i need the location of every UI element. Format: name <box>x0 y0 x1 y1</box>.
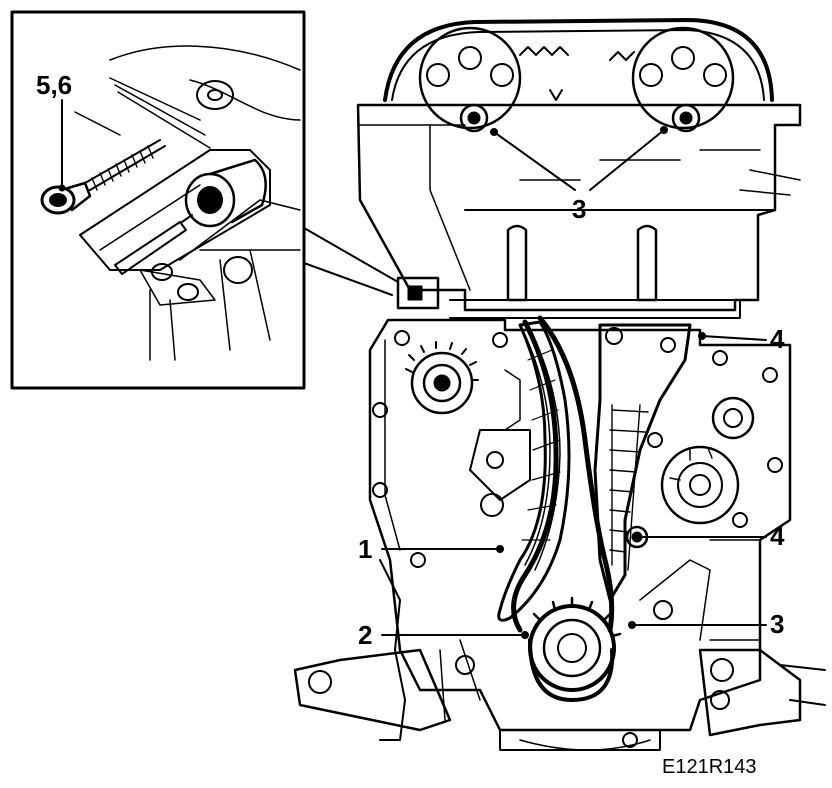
callout-bottom-bolt: 3 <box>770 609 785 639</box>
timing-chain <box>497 315 692 702</box>
callout-upper-guide-bolt: 4 <box>770 324 785 354</box>
callout-cam-bolts: 3 <box>572 194 587 224</box>
callout-bolts-inset: 5,6 <box>36 70 73 100</box>
callout-tension-rail: 1 <box>358 534 373 564</box>
leader-lines <box>381 126 767 639</box>
callout-lower-guide-bolt: 4 <box>770 521 785 551</box>
cylinder-head <box>356 18 802 319</box>
figure-code: E121R143 <box>662 756 757 778</box>
callout-crank-sprocket: 2 <box>358 620 373 650</box>
timing-cover <box>293 318 826 751</box>
inset-panel <box>10 10 399 390</box>
